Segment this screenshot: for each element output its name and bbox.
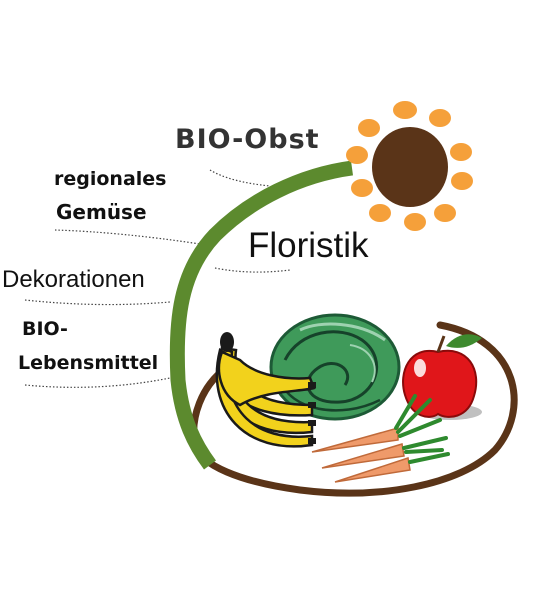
label-bio-obst: BIO-Obst — [175, 124, 320, 155]
apple-icon — [402, 334, 482, 420]
leader-line-bio-obst — [209, 169, 271, 187]
label-bio: BIO- — [22, 318, 68, 340]
leader-line-floristik — [214, 267, 291, 273]
label-lebensmittel: Lebensmittel — [18, 352, 159, 374]
carrot-icon — [311, 394, 450, 483]
sunflower-icon — [346, 101, 473, 231]
leader-lines — [24, 169, 291, 388]
banana-icon — [215, 332, 316, 448]
flower-stem — [169, 160, 354, 470]
leader-line-gemuese — [54, 229, 201, 245]
label-floristik: Floristik — [248, 226, 369, 265]
leader-line-lebensmittel — [24, 377, 171, 388]
label-dekorationen: Dekorationen — [2, 266, 145, 293]
flower-center — [372, 127, 448, 207]
stem-icon — [169, 160, 354, 470]
leader-line-dekorationen — [24, 299, 171, 306]
label-regionales: regionales — [54, 168, 167, 190]
label-gemuese: Gemüse — [56, 200, 147, 224]
petals — [346, 101, 473, 231]
